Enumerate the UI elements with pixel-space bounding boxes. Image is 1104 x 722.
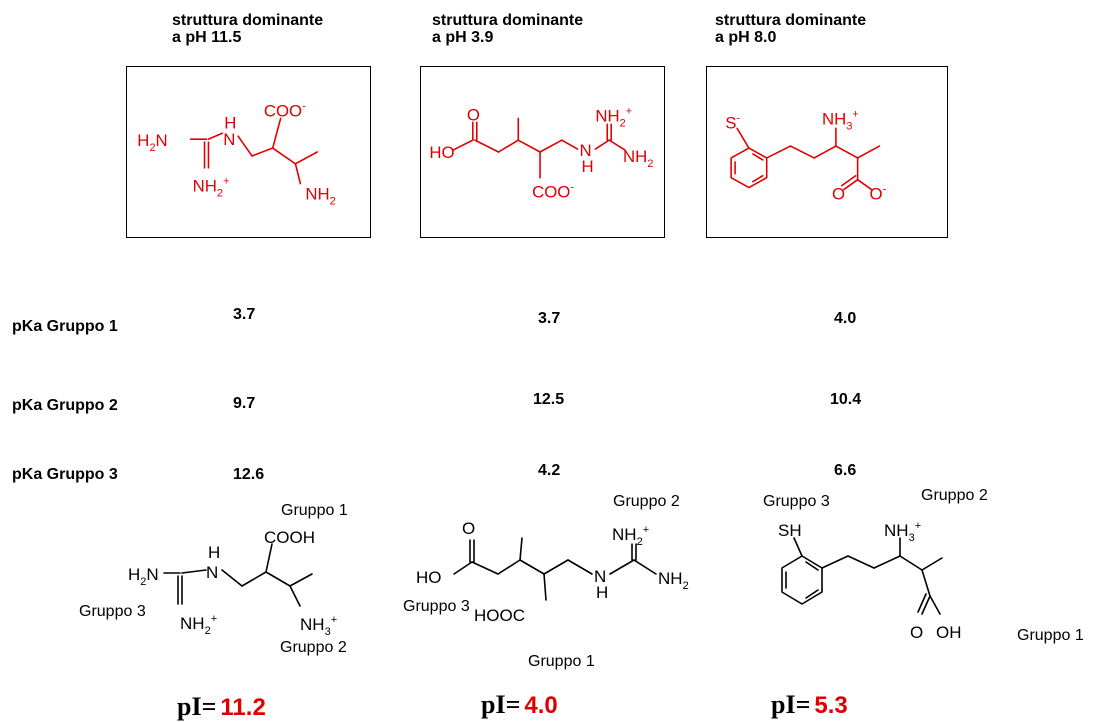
svg-text:NH2+: NH2+ [612, 524, 649, 548]
pi-number: 4.0 [524, 692, 558, 719]
molecule-neutral-2 [453, 537, 657, 601]
pi-prefix: pI= [771, 690, 811, 719]
svg-text:N: N [223, 130, 235, 149]
pka-value-g1-c2: 3.7 [538, 310, 561, 327]
svg-text:O: O [467, 105, 480, 124]
pka-value-g3-c2: 4.2 [538, 462, 561, 479]
pi-value-1: pI=11.2 [177, 692, 266, 722]
svg-text:Gruppo 1: Gruppo 1 [281, 502, 348, 519]
svg-text:O-: O- [870, 184, 887, 204]
svg-text:NH2+: NH2+ [180, 613, 217, 637]
svg-text:SH: SH [778, 521, 802, 540]
svg-text:Gruppo 3: Gruppo 3 [403, 598, 470, 615]
svg-text:O: O [832, 184, 845, 203]
svg-text:H2N: H2N [137, 131, 167, 154]
pka-value-g1-c1: 3.7 [233, 306, 256, 323]
pka-value-g1-c3: 4.0 [834, 310, 857, 327]
svg-text:Gruppo 1: Gruppo 1 [1017, 627, 1084, 644]
svg-text:COO-: COO- [264, 101, 306, 121]
svg-text:H: H [208, 543, 220, 562]
structure-box-ph-11-5: COO- H2N H N NH2+ NH2 [126, 66, 371, 238]
molecule-neutral-3 [781, 537, 943, 615]
svg-text:NH3+: NH3+ [300, 614, 337, 638]
pka-value-g3-c3: 6.6 [834, 462, 857, 479]
pka-label-group-2: pKa Gruppo 2 [12, 397, 118, 414]
svg-text:NH2+: NH2+ [595, 105, 632, 129]
svg-text:H2N: H2N [128, 565, 159, 588]
pka-value-g3-c1: 12.6 [233, 466, 265, 483]
pi-number: 5.3 [814, 692, 848, 719]
pka-value-g2-c2: 12.5 [533, 391, 565, 408]
molecule-charged-2: O HO COO- N H NH2+ NH2 [429, 105, 653, 202]
svg-text:HO: HO [416, 568, 442, 587]
pi-number: 11.2 [220, 694, 266, 721]
molecule-charged-1: COO- H2N H N NH2+ NH2 [137, 101, 335, 208]
molecule-charged-3: S- NH3+ O O- [725, 108, 887, 204]
header-column-2: struttura dominante a pH 3.9 [432, 12, 584, 46]
pka-label-group-3: pKa Gruppo 3 [12, 466, 118, 483]
molecule-neutral-1 [163, 543, 313, 607]
header-column-1: struttura dominante a pH 11.5 [172, 12, 324, 46]
svg-text:COOH: COOH [264, 528, 315, 547]
svg-text:HOOC: HOOC [474, 606, 525, 625]
svg-text:HO: HO [429, 143, 454, 162]
svg-text:NH2: NH2 [305, 184, 335, 207]
pka-label-group-1: pKa Gruppo 1 [12, 318, 118, 335]
svg-text:N: N [580, 141, 592, 160]
svg-text:Gruppo 2: Gruppo 2 [613, 493, 680, 510]
svg-text:Gruppo 1: Gruppo 1 [528, 653, 595, 670]
svg-text:N: N [594, 567, 606, 586]
structure-box-ph-8-0: S- NH3+ O O- [706, 66, 948, 238]
svg-text:Gruppo 3: Gruppo 3 [763, 493, 830, 510]
svg-text:NH2+: NH2+ [193, 176, 230, 200]
pi-value-3: pI=5.3 [771, 690, 848, 720]
svg-text:COO-: COO- [532, 182, 574, 202]
svg-text:S-: S- [725, 112, 740, 132]
header-column-3: struttura dominante a pH 8.0 [715, 12, 867, 46]
pi-value-2: pI=4.0 [481, 690, 558, 720]
pka-value-g2-c3: 10.4 [830, 391, 862, 408]
svg-text:Gruppo 2: Gruppo 2 [280, 639, 347, 656]
svg-text:H: H [224, 113, 236, 132]
svg-text:NH2: NH2 [623, 147, 653, 170]
pi-prefix: pI= [481, 690, 521, 719]
svg-text:Gruppo 3: Gruppo 3 [79, 603, 146, 620]
svg-text:N: N [206, 563, 218, 582]
svg-text:Gruppo 2: Gruppo 2 [921, 487, 988, 504]
svg-text:O: O [462, 519, 475, 538]
svg-text:O: O [910, 623, 923, 642]
structure-box-ph-3-9: O HO COO- N H NH2+ NH2 [420, 66, 665, 238]
svg-text:NH2: NH2 [658, 569, 689, 592]
svg-text:NH3+: NH3+ [884, 520, 921, 544]
svg-text:NH3+: NH3+ [822, 108, 859, 132]
svg-text:H: H [596, 583, 608, 602]
pi-prefix: pI= [177, 692, 217, 721]
svg-text:H: H [582, 157, 594, 176]
svg-text:OH: OH [936, 623, 962, 642]
pka-value-g2-c1: 9.7 [233, 395, 256, 412]
